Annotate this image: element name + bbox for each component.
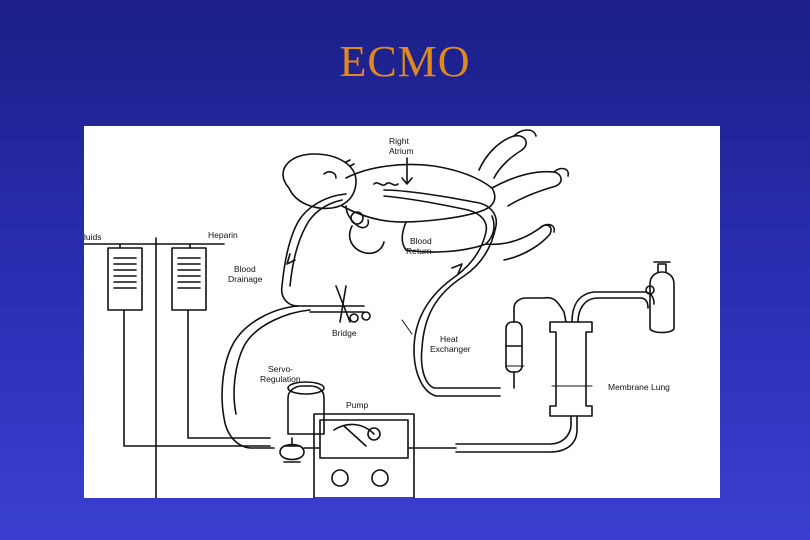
label-bridge: Bridge <box>332 328 357 338</box>
label-heat-exchanger: Heat <box>440 334 459 344</box>
heat-exchanger <box>505 297 545 389</box>
label-servo-regulation-2: Regulation <box>260 374 301 384</box>
membrane-lung <box>455 291 655 453</box>
label-blood-return-2: Return <box>406 246 432 256</box>
drainage-line <box>221 193 347 449</box>
return-line <box>383 189 501 397</box>
slide-title: ECMO <box>339 37 471 86</box>
label-membrane-lung: Membrane Lung <box>608 382 670 392</box>
label-right-atrium: Right <box>389 136 409 146</box>
label-right-atrium-2: Atrium <box>389 146 414 156</box>
label-fluids: luids <box>84 232 101 242</box>
label-blood-return: Blood <box>410 236 432 246</box>
diagram-labels: Right Atrium luids Heparin Blood Drainag… <box>84 136 670 410</box>
servo-regulation-bladder <box>279 381 325 463</box>
gas-cylinder <box>645 261 675 334</box>
fluid-bags <box>84 237 271 498</box>
infant-illustration <box>282 129 570 261</box>
label-blood-drainage: Blood <box>234 264 256 274</box>
ecmo-diagram: Right Atrium luids Heparin Blood Drainag… <box>84 126 720 498</box>
label-heparin: Heparin <box>208 230 238 240</box>
label-blood-drainage-2: Drainage <box>228 274 263 284</box>
label-heat-exchanger-2: Exchanger <box>430 344 471 354</box>
bridge-clamps <box>309 285 371 323</box>
roller-pump <box>303 413 457 498</box>
label-pump: Pump <box>346 400 368 410</box>
label-servo-regulation: Servo- <box>268 364 293 374</box>
ecmo-circuit-drawing: Right Atrium luids Heparin Blood Drainag… <box>84 129 675 498</box>
